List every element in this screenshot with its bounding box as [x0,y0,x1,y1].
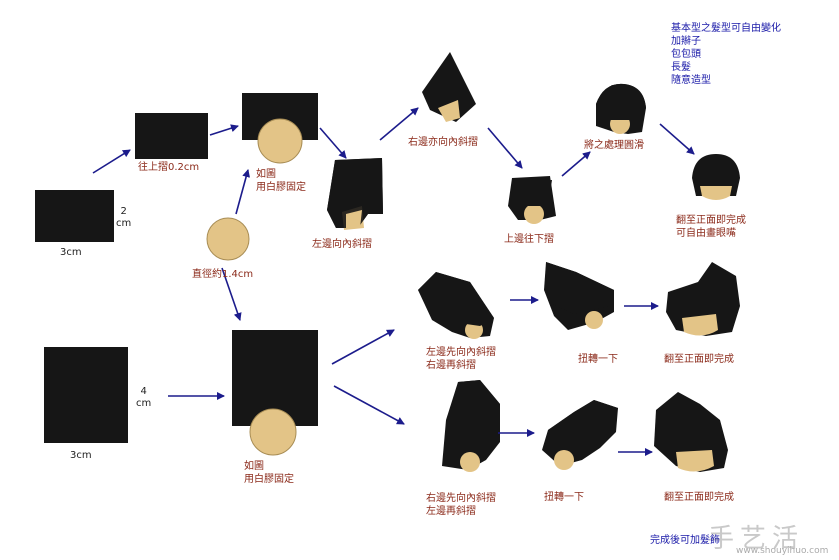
arrow-circle-to-glued [235,169,251,215]
label-bot-finish: 翻至正面即完成 [664,492,734,503]
label-left-fold: 左邊向內斜摺 [312,239,372,250]
label-glue-bottom: 如圖 用白膠固定 [244,461,294,485]
arrow-circle-to-large [221,267,242,321]
tips-line: 基本型之髮型可自由變化 [671,23,781,34]
dim-small-height: 2 cm [116,206,132,229]
arrow-topfold-to-round [561,151,591,177]
arrow-fold-to-glued [209,124,239,136]
label-diameter: 直徑約1.4cm [192,269,254,280]
left-fold-piece [327,158,383,230]
finished-top [692,154,740,200]
label-mid-finish: 翻至正面即完成 [664,354,734,365]
label-glue-top: 如圖 用白膠固定 [256,169,306,193]
dim-small-width: 3cm [60,247,82,258]
arrow-glued-to-mid [331,329,395,365]
face-circle [206,217,250,261]
label-bot-fold: 右邊先向內斜摺 左邊再斜摺 [426,493,496,517]
bot-fold-piece [442,380,500,472]
bot-finished [654,392,728,472]
mid-finished [666,262,740,336]
label-fold-up: 往上摺0.2cm [138,162,200,173]
paper-small-folded [135,113,208,159]
paper-small-3x2 [35,190,114,242]
arrow-left-to-right [379,107,419,141]
label-mid-twist: 扭轉一下 [578,354,618,365]
footer-note: 完成後可加髮飾 [650,535,720,546]
tips-line: 隨意造型 [671,75,711,86]
rounded-piece [596,83,646,134]
arrow-right-to-topfold [487,127,523,169]
watermark-logo: 手艺活 [708,524,805,554]
tips-line: 包包頭 [671,49,701,60]
arrow-glued-to-bot [333,385,405,425]
label-bot-twist: 扭轉一下 [544,492,584,503]
mid-fold-piece [418,272,494,339]
label-corner: 將之處理圓滑 [584,140,644,151]
label-mid-fold: 左邊先向內斜摺 右邊再斜摺 [426,347,496,371]
paper-large-3x4 [44,347,128,443]
dim-large-height: 4 cm [136,386,152,409]
watermark-url: www.shouyihuo.com [736,546,829,556]
arrows [92,107,695,456]
bot-twist-piece [542,400,618,470]
tips-line: 加辮子 [671,36,701,47]
label-right-fold: 右邊亦向內斜摺 [408,137,478,148]
right-fold-piece [422,52,476,122]
arrow-glued-to-left [319,127,347,159]
label-finish-top: 翻至正面即完成 可自由畫眼嘴 [676,215,746,239]
top-fold-down-piece [508,176,556,224]
dim-large-width: 3cm [70,450,92,461]
label-top-fold-down: 上邊往下摺 [504,234,554,245]
paper-glued-bottom [232,330,318,456]
tips-line: 長髮 [671,62,691,73]
arrow-small-to-fold [92,149,131,174]
mid-twist-piece [544,262,614,330]
arrow-round-to-finish [659,123,695,155]
tips-box: 基本型之髮型可自由變化 加辮子 包包頭 長髮 隨意造型 [671,22,781,87]
paper-glued-top [242,93,318,164]
